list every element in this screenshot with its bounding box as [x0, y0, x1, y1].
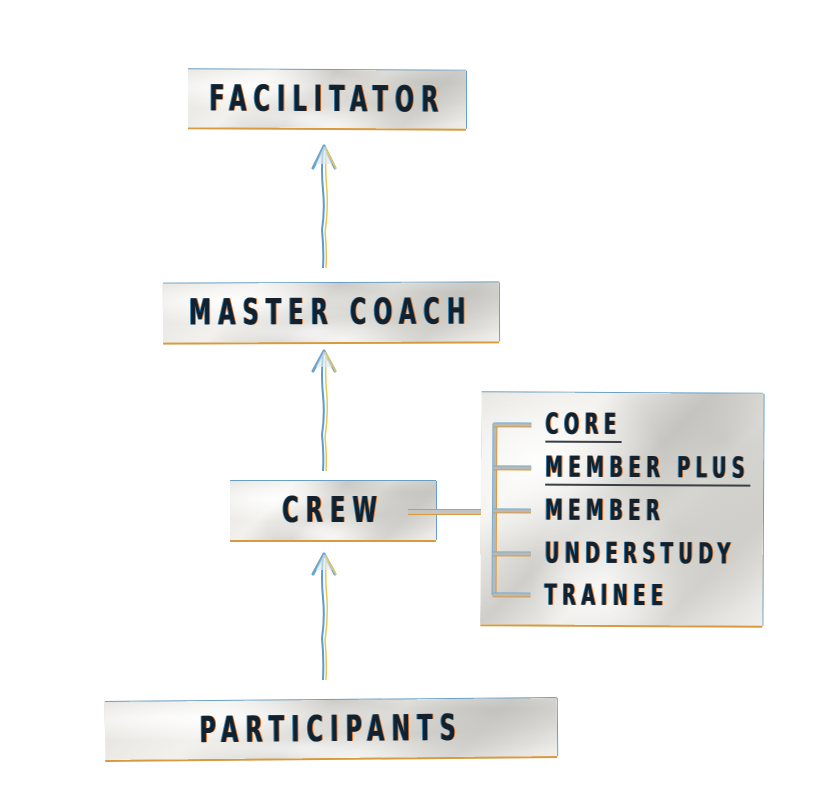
node-participants: PARTICIPANTS: [104, 698, 558, 760]
bracket-tick: [493, 466, 532, 470]
crew-level-trainee: TRAINEE: [544, 578, 668, 613]
bracket-tick: [492, 552, 531, 556]
level-label: MEMBER: [544, 492, 666, 528]
crew-level-understudy: UNDERSTUDY: [545, 536, 736, 571]
bracket-tick: [492, 593, 531, 597]
node-facilitator: FACILITATOR: [188, 69, 466, 129]
up-arrow-icon: [311, 552, 337, 681]
crew-level-member-plus: MEMBER PLUS: [545, 449, 751, 487]
node-crew: CREW: [230, 481, 436, 540]
node-label: CREW: [281, 490, 385, 531]
crew-level-core: CORE: [545, 406, 622, 443]
up-arrow-icon: [311, 144, 337, 269]
level-label: TRAINEE: [544, 577, 669, 613]
arrow-master-to-facilitator: [304, 140, 344, 270]
node-label: MASTER COACH: [189, 291, 473, 334]
node-master-coach: MASTER COACH: [162, 282, 500, 343]
level-label: UNDERSTUDY: [544, 535, 736, 571]
arrow-participants-to-crew: [304, 548, 344, 683]
bracket-tick: [493, 423, 532, 427]
level-label: CORE: [545, 406, 622, 443]
crew-level-member: MEMBER: [545, 493, 665, 528]
node-label: PARTICIPANTS: [199, 707, 463, 751]
up-arrow-icon: [311, 349, 337, 472]
node-label: FACILITATOR: [208, 77, 446, 121]
bracket-tick: [492, 509, 531, 513]
arrow-crew-to-master: [304, 345, 344, 475]
crew-levels-connector: [408, 510, 496, 514]
crew-levels-panel: CORE MEMBER PLUS MEMBER UNDERSTUDY TRAIN…: [480, 392, 764, 626]
level-label: MEMBER PLUS: [545, 449, 751, 487]
